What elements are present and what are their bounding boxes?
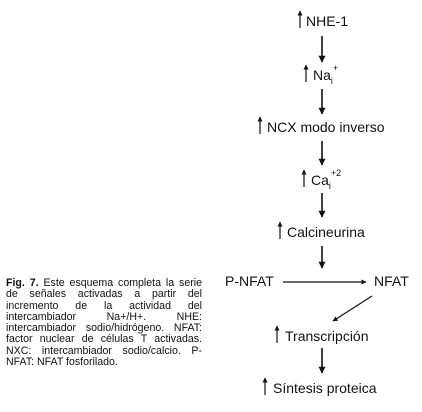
node-nfat: NFAT [374,273,409,289]
node-pnfat: P-NFAT [225,273,274,289]
node-ncx: NCX modo inverso [267,119,385,135]
flow-arrow [332,295,373,322]
figure-label: Fig. 7. [6,277,39,289]
node-na: Nai+ [313,63,338,86]
node-ca: Cai+2 [311,168,341,191]
node-transcripcion: Transcripción [285,328,369,344]
node-calcineurina: Calcineurina [287,224,365,240]
figure-caption: Fig. 7. Este esquema completa la serie d… [6,277,203,369]
node-nhe1: NHE-1 [306,13,348,29]
node-sintesis: Síntesis proteica [273,380,377,396]
caption-text: Este esquema completa la serie de señale… [6,277,203,369]
